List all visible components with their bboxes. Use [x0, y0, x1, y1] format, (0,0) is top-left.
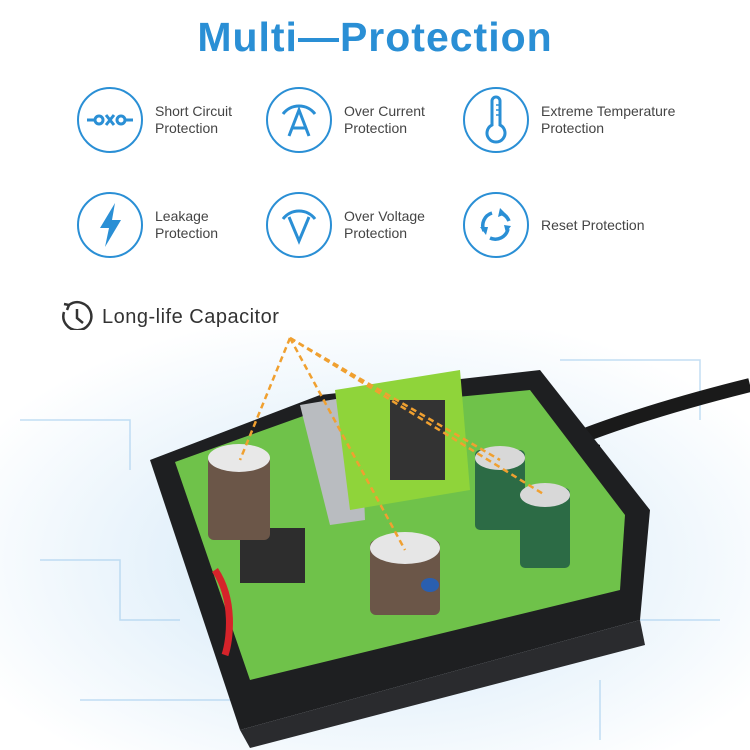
- capacitor-pointer-lines: [238, 336, 546, 551]
- lightning-icon: [77, 192, 143, 258]
- feature-label: Leakage: [155, 208, 209, 224]
- ammeter-icon: [266, 87, 332, 153]
- feature-label: Protection: [344, 120, 408, 136]
- reset-arrows-icon: [463, 192, 529, 258]
- thermometer-icon: [463, 87, 529, 153]
- capacitor-heading: Long-life Capacitor: [60, 300, 279, 334]
- feature-label: Extreme Temperature: [541, 103, 676, 119]
- capacitor: [520, 488, 570, 568]
- capacitor: [208, 455, 270, 540]
- feature-label: Protection: [155, 225, 219, 241]
- circuit-traces: [20, 359, 720, 740]
- feature-label: Over Current: [344, 103, 425, 119]
- capacitor-label: Long-life Capacitor: [102, 305, 280, 328]
- page-title: Multi—Protection: [197, 14, 553, 60]
- feature-label: Over Voltage: [344, 208, 425, 224]
- clock-icon: [62, 301, 93, 332]
- voltmeter-icon: [266, 192, 332, 258]
- feature-label: Reset Protection: [541, 216, 645, 233]
- feature-label: Protection: [344, 225, 408, 241]
- feature-label: Short Circuit: [155, 103, 233, 119]
- short-circuit-icon: [77, 87, 143, 153]
- feature-reset: Reset Protection: [463, 192, 701, 258]
- capacitor: [475, 450, 525, 530]
- feature-label: Protection: [155, 120, 219, 136]
- power-adapter-illustration: [0, 330, 750, 750]
- feature-label: Protection: [541, 120, 605, 136]
